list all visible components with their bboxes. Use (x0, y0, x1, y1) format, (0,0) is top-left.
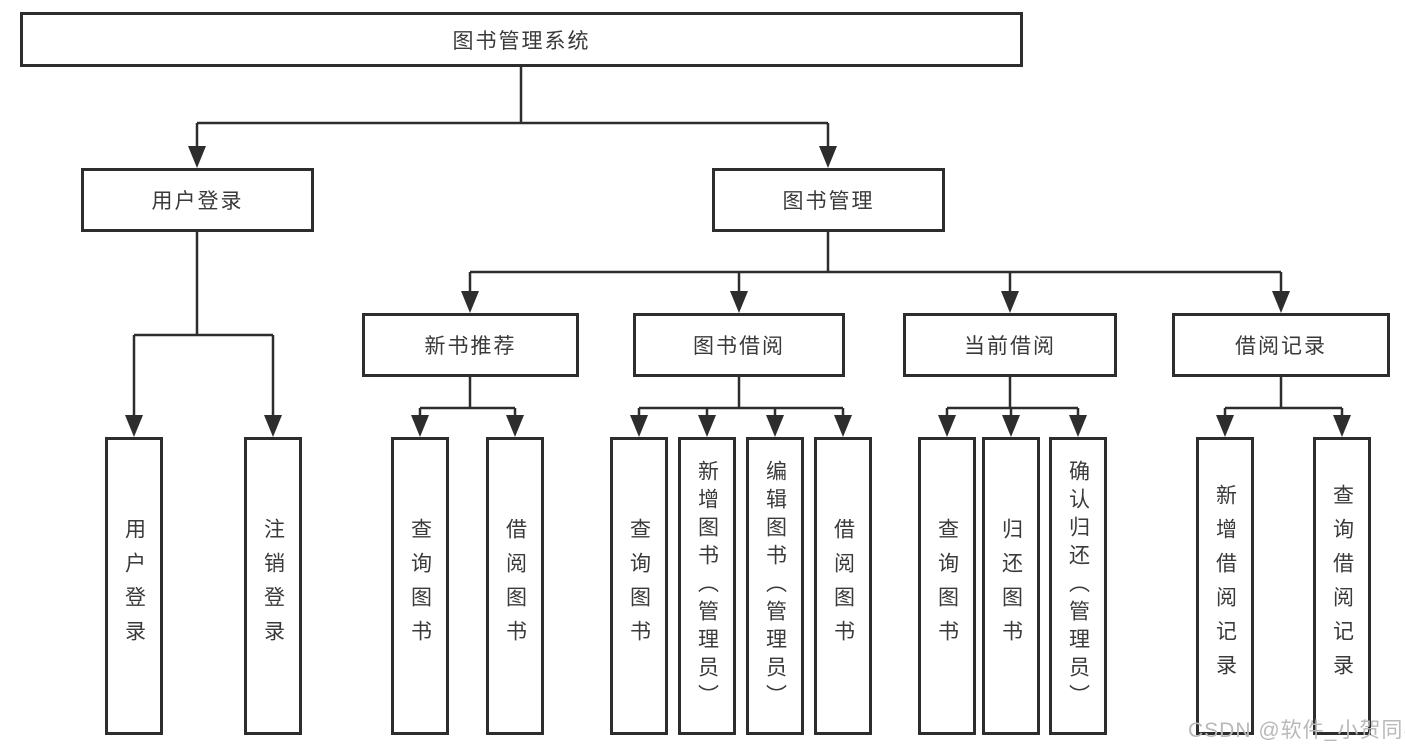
leaf-query-books-1-label: 查询图书 (408, 518, 432, 654)
leaf-logout: 注销登录 (244, 437, 302, 735)
node-new-book-recommend: 新书推荐 (362, 313, 579, 377)
leaf-user-login-label: 用户登录 (122, 518, 146, 654)
node-new-book-recommend-label: 新书推荐 (424, 335, 517, 358)
leaf-logout-label: 注销登录 (261, 518, 285, 654)
leaf-query-books-3-label: 查询图书 (935, 518, 959, 654)
leaf-confirm-return-admin-label: 确认归还（管理员） (1066, 460, 1090, 712)
leaf-borrow-books-1: 借阅图书 (486, 437, 544, 735)
leaf-query-borrow-record-label: 查询借阅记录 (1330, 484, 1354, 688)
node-root-label: 图书管理系统 (452, 29, 591, 53)
node-borrow-records-label: 借阅记录 (1235, 335, 1327, 358)
leaf-borrow-books-2-label: 借阅图书 (831, 518, 855, 654)
leaf-query-borrow-record: 查询借阅记录 (1313, 437, 1371, 735)
leaf-borrow-books-1-label: 借阅图书 (503, 518, 527, 654)
leaf-add-borrow-record: 新增借阅记录 (1196, 437, 1254, 735)
node-user-login: 用户登录 (81, 168, 314, 232)
node-current-borrowing: 当前借阅 (903, 313, 1117, 377)
node-borrow-records: 借阅记录 (1172, 313, 1390, 377)
node-user-login-label: 用户登录 (151, 190, 244, 213)
leaf-query-books-2-label: 查询图书 (627, 518, 651, 654)
node-current-borrowing-label: 当前借阅 (964, 335, 1056, 358)
leaf-add-books-admin: 新增图书（管理员） (678, 437, 736, 735)
leaf-query-books-1: 查询图书 (391, 437, 449, 735)
leaf-return-books: 归还图书 (982, 437, 1040, 735)
leaf-query-books-2: 查询图书 (610, 437, 668, 735)
leaf-add-borrow-record-label: 新增借阅记录 (1213, 484, 1237, 688)
leaf-edit-books-admin: 编辑图书（管理员） (746, 437, 804, 735)
node-book-management: 图书管理 (712, 168, 945, 232)
leaf-return-books-label: 归还图书 (999, 518, 1023, 654)
node-root: 图书管理系统 (20, 12, 1023, 67)
leaf-add-books-admin-label: 新增图书（管理员） (695, 460, 719, 712)
leaf-confirm-return-admin: 确认归还（管理员） (1049, 437, 1107, 735)
node-book-management-label: 图书管理 (782, 190, 875, 213)
node-book-borrowing: 图书借阅 (633, 313, 845, 377)
node-book-borrowing-label: 图书借阅 (693, 335, 785, 358)
leaf-query-books-3: 查询图书 (918, 437, 976, 735)
leaf-edit-books-admin-label: 编辑图书（管理员） (763, 460, 787, 712)
leaf-user-login: 用户登录 (105, 437, 163, 735)
csdn-watermark: CSDN @软件_小贺同学 (1188, 719, 1405, 742)
leaf-borrow-books-2: 借阅图书 (814, 437, 872, 735)
